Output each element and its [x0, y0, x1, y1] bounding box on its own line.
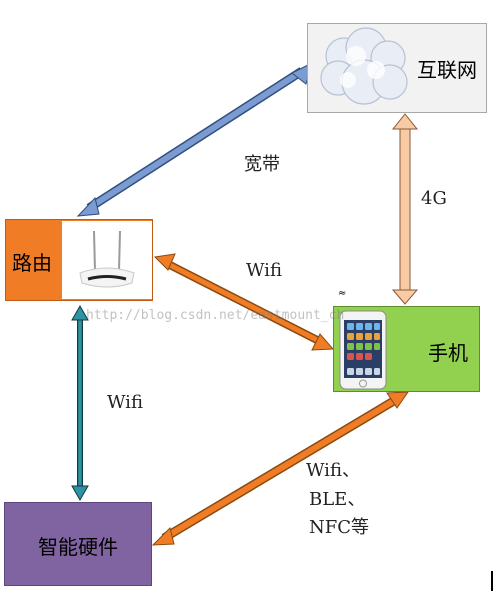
- edge-label-phone-hardware-1: Wifi、: [306, 460, 360, 481]
- edge-label-phone-hardware-3: NFC等: [309, 517, 370, 538]
- smart-hardware-label: 智能硬件: [38, 535, 118, 559]
- edge-label-phone-hardware-2: BLE、: [309, 489, 366, 510]
- watermark-text: http://blog.csdn.net/eastmount_ch: [86, 308, 345, 323]
- edge-label-4g: 4G: [421, 188, 447, 209]
- router-label: 路由: [12, 251, 52, 275]
- arrow-router-hardware: [71, 304, 89, 502]
- arrow-router-phone: [153, 253, 335, 351]
- edge-label-wifi-router-phone: Wifi: [246, 260, 282, 281]
- edge-label-broadband: 宽带: [244, 154, 280, 175]
- phone-label: 手机: [428, 341, 468, 365]
- arrow-router-internet: [76, 62, 313, 217]
- internet-label: 互联网: [417, 58, 477, 82]
- smartphone-icon: [339, 310, 387, 390]
- cloud-icon: [320, 27, 408, 105]
- cursor-mark: [491, 571, 493, 591]
- router-node: 路由: [5, 219, 153, 301]
- internet-node: 互联网: [307, 23, 487, 113]
- small-mark: ≈: [338, 288, 347, 299]
- router-image: [62, 221, 152, 299]
- phone-image: [338, 310, 388, 390]
- edge-label-wifi-router-hardware: Wifi: [107, 392, 143, 413]
- router-icon: [79, 230, 135, 288]
- arrow-phone-hardware: [151, 391, 409, 546]
- smart-hardware-node: 智能硬件: [4, 502, 152, 586]
- phone-node: 手机: [333, 306, 480, 392]
- arrow-phone-internet: [391, 113, 419, 305]
